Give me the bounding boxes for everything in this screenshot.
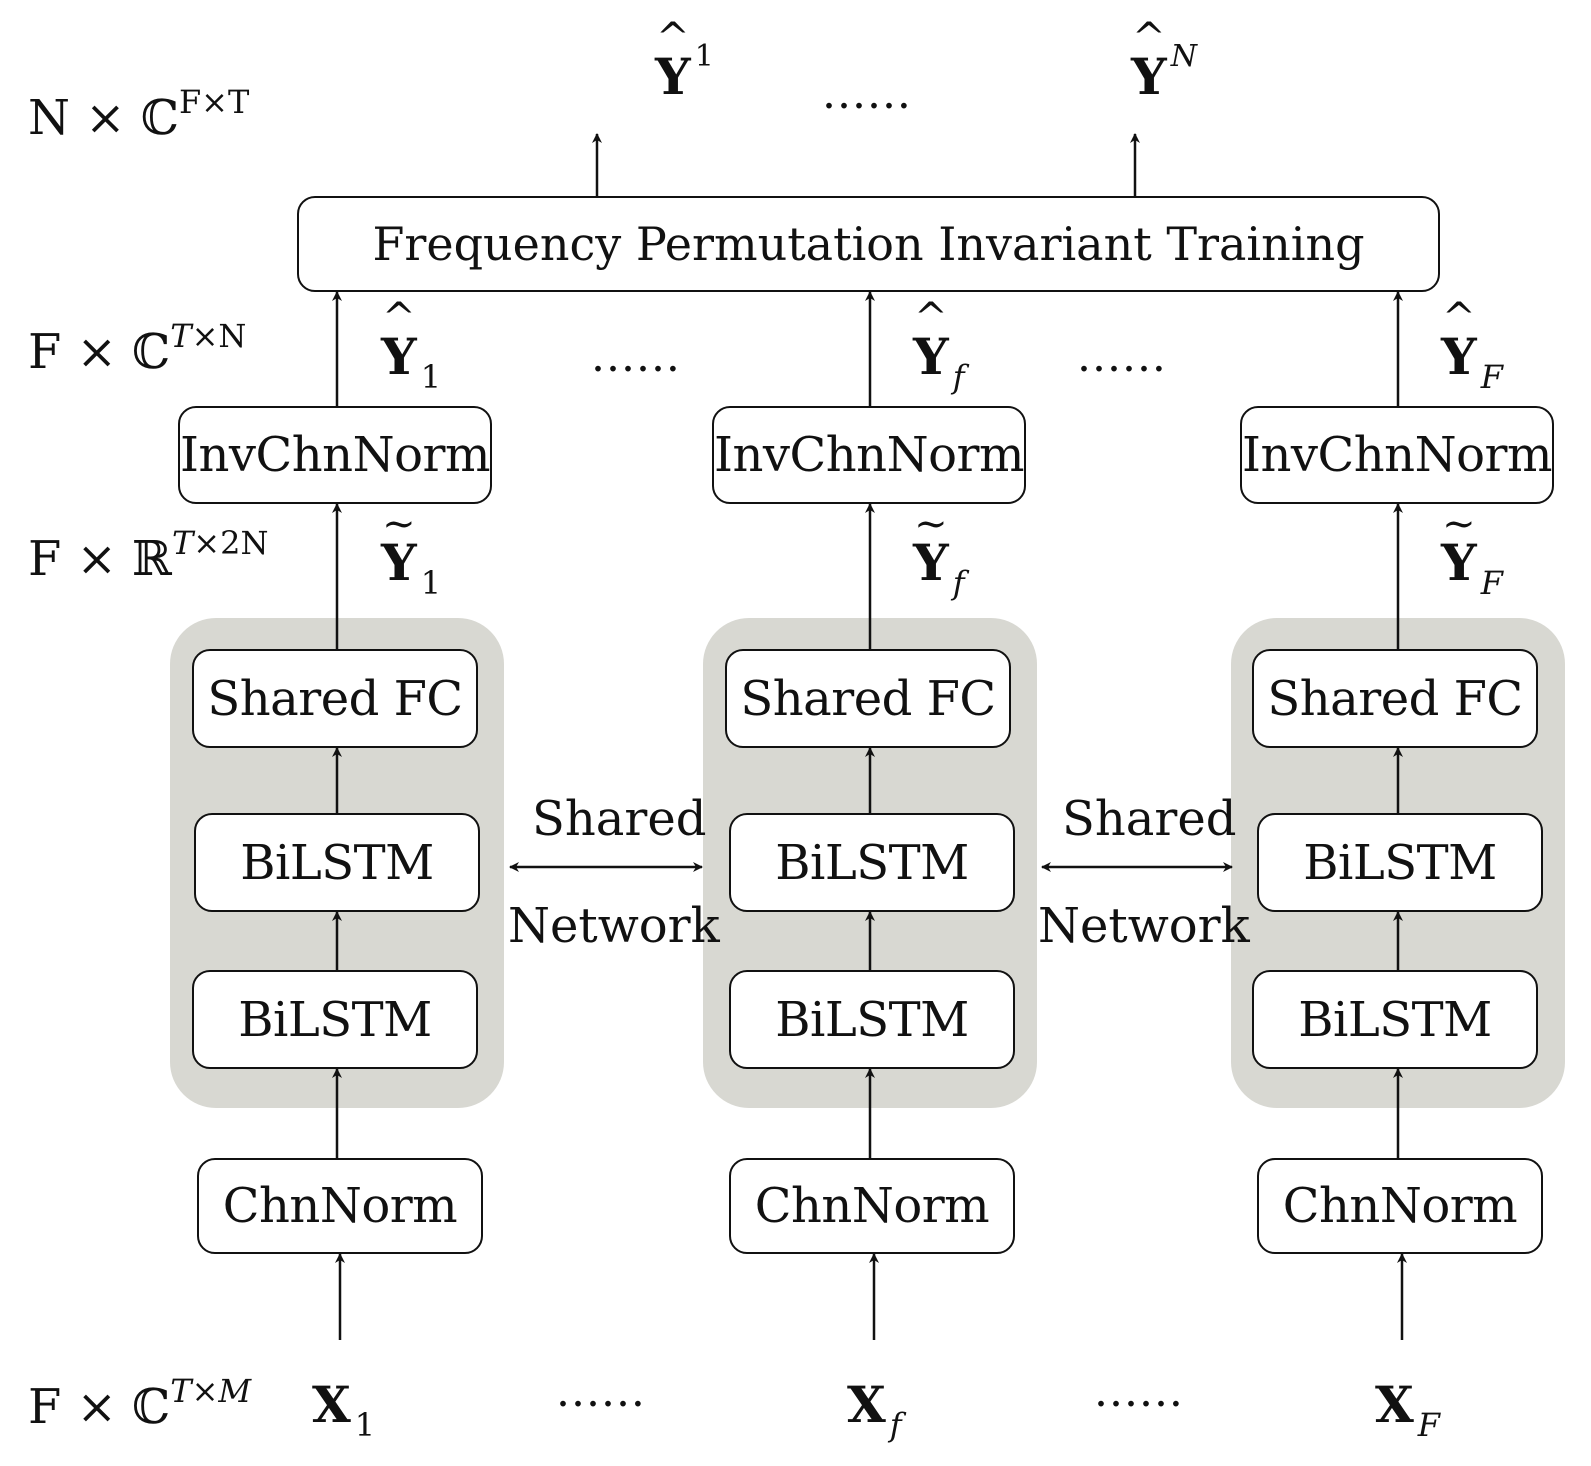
fpit-box: Frequency Permutation Invariant Training bbox=[297, 196, 1440, 292]
dim-label-per-freq-real: F × ℝT×2N bbox=[28, 524, 269, 587]
invchnnorm-box-1: InvChnNorm bbox=[178, 406, 492, 504]
shared-label-right: Shared bbox=[1062, 791, 1237, 847]
invchnnorm-box-F: InvChnNorm bbox=[1240, 406, 1554, 504]
ellipsis-hat-left: ...... bbox=[591, 331, 681, 382]
ellipsis-input-right: ...... bbox=[1094, 1366, 1184, 1417]
chnnorm-box-f: ChnNorm bbox=[729, 1158, 1015, 1254]
bilstm-bottom-box-1: BiLSTM bbox=[192, 970, 478, 1069]
dim-label-output: N × ℂF×T bbox=[28, 83, 250, 146]
network-label-left: Network bbox=[508, 898, 720, 954]
chnnorm-box-1: ChnNorm bbox=[197, 1158, 483, 1254]
shared-fc-box-F: Shared FC bbox=[1252, 649, 1538, 748]
ellipsis-input-left: ...... bbox=[556, 1366, 646, 1417]
bilstm-bottom-box-F: BiLSTM bbox=[1252, 970, 1538, 1069]
dim-label-per-freq-complex: F × ℂT×N bbox=[28, 317, 247, 380]
shared-fc-box-f: Shared FC bbox=[725, 649, 1011, 748]
bilstm-bottom-box-f: BiLSTM bbox=[729, 970, 1015, 1069]
invchnnorm-box-f: InvChnNorm bbox=[712, 406, 1026, 504]
network-label-right: Network bbox=[1038, 898, 1250, 954]
ellipsis-outputs: ...... bbox=[822, 68, 912, 119]
shared-fc-box-1: Shared FC bbox=[192, 649, 478, 748]
bilstm-top-box-f: BiLSTM bbox=[729, 813, 1015, 912]
dim-label-input: F × ℂT×M bbox=[28, 1372, 252, 1435]
shared-label-left: Shared bbox=[532, 791, 707, 847]
bilstm-top-box-1: BiLSTM bbox=[194, 813, 480, 912]
bilstm-top-box-F: BiLSTM bbox=[1257, 813, 1543, 912]
chnnorm-box-F: ChnNorm bbox=[1257, 1158, 1543, 1254]
ellipsis-hat-right: ...... bbox=[1077, 331, 1167, 382]
